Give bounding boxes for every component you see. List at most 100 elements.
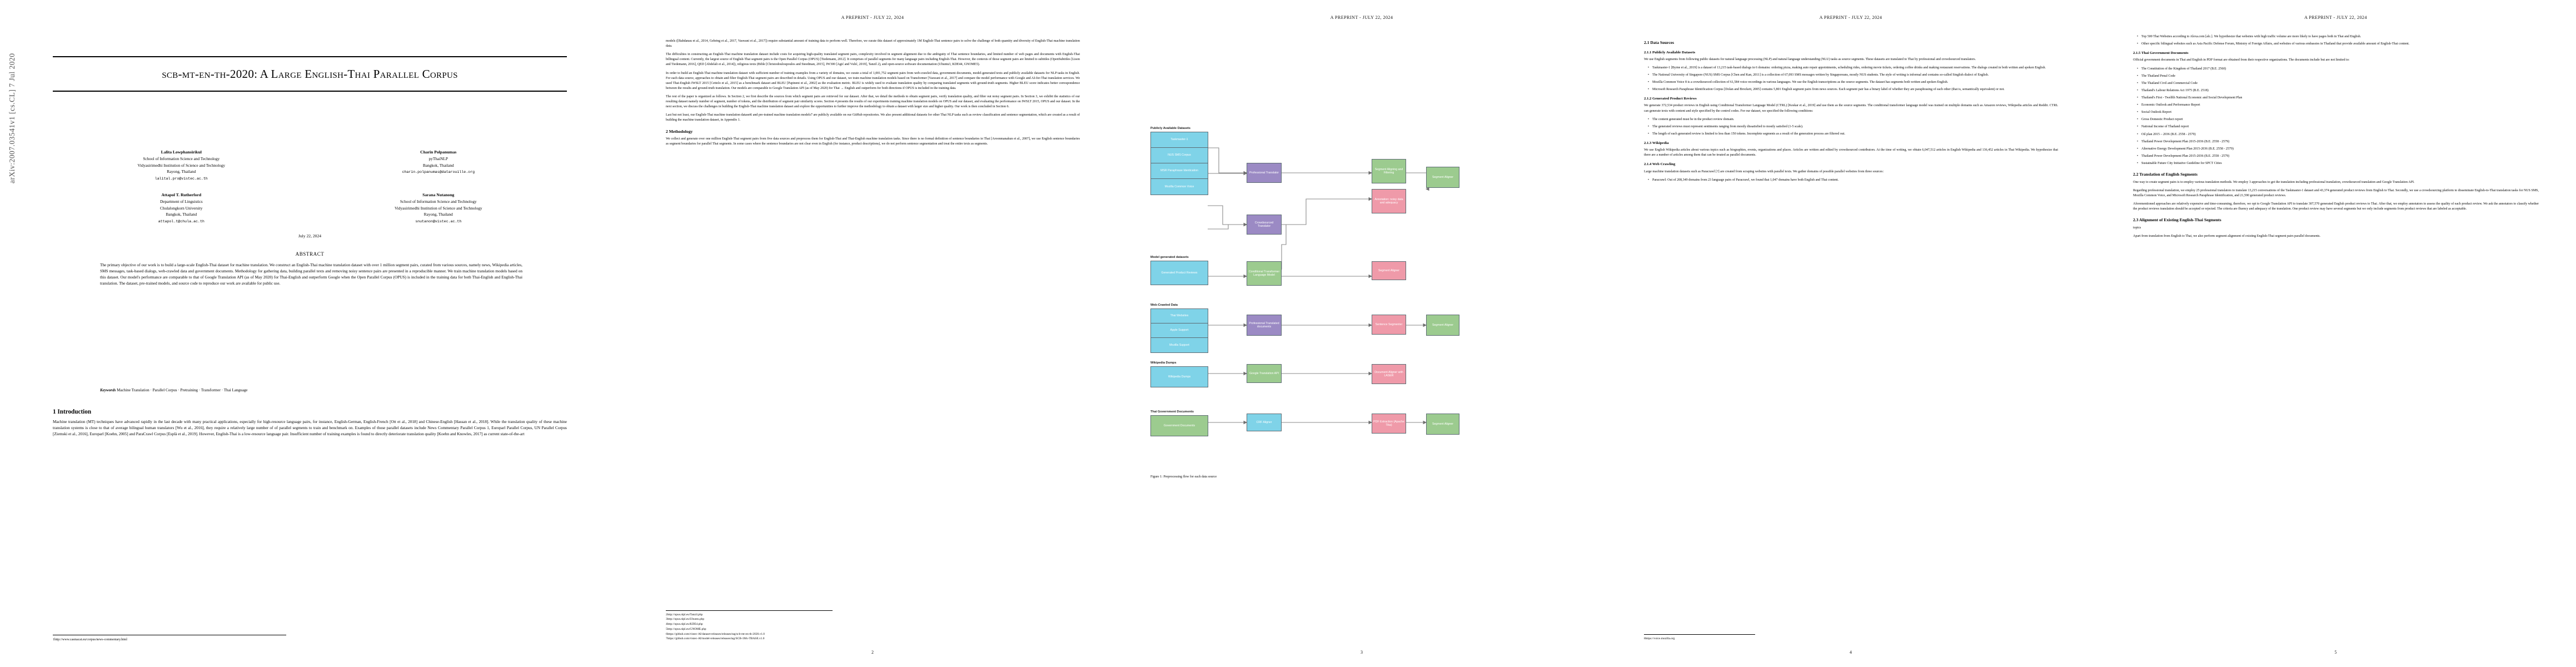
page-1: arXiv:2007.03541v1 [cs.CL] 7 Jul 2020 sc…: [0, 0, 628, 667]
dataset-cell[interactable]: Mozilla Common Voice: [1151, 179, 1208, 195]
title-rule-top: [53, 56, 567, 57]
dataset-cell[interactable]: Generated Product Reviews: [1151, 261, 1208, 285]
list-item: National Income of Thailand report: [2137, 125, 2539, 130]
footnote: 5http://opus.nlpl.eu/GNOME.php: [666, 627, 706, 631]
figure-group-government-documents: Thai Government Documents Government Doc…: [1150, 410, 1208, 436]
process-ctrl-model[interactable]: Conditional Transformer Language Model: [1247, 261, 1282, 286]
process-crowdsourced-translator[interactable]: Crowdsourced Translator: [1247, 215, 1282, 235]
section-1-paragraph: Machine translation (MT) techniques have…: [53, 420, 567, 437]
dataset-cell[interactable]: Thai Websites: [1151, 309, 1208, 323]
paragraph: The rest of the paper is organized as fo…: [666, 94, 1080, 109]
page-4: A PREPRINT - JULY 22, 2024 2.1 Data Sour…: [1606, 0, 2095, 667]
paper-date: July 22, 2024: [298, 233, 322, 238]
list-item: Top 500 Thai Websites according to Alexa…: [2137, 34, 2539, 39]
dataset-cell[interactable]: Wikipedia Dumps: [1151, 367, 1208, 387]
paragraph: We use English Wikipedia articles about …: [1644, 148, 2058, 157]
dataset-cell[interactable]: Apple Support: [1151, 323, 1208, 338]
author-affiliation-line: Rayong, Thailand: [167, 169, 196, 175]
author-name: Sarana Nutanong: [422, 192, 455, 197]
author-affiliation-line: Rayong, Thailand: [423, 212, 453, 217]
footnote: 4http://opus.nlpl.eu/KDE4.php: [666, 623, 703, 626]
list-item: Mozilla Common Voice 8 is a crowdsourced…: [1648, 80, 2058, 85]
paragraph: We use English segments from following p…: [1644, 57, 1976, 61]
author-2: Charin Polpanumas pyThaiNLP Bangkok, Tha…: [310, 149, 567, 182]
process-pdf-extraction[interactable]: PDF Extraction (Apache Tika): [1372, 414, 1406, 434]
author-affiliation-line: Department of Linguistics: [160, 198, 203, 204]
page-number: 5: [2334, 650, 2337, 655]
output-segment-pairs-3[interactable]: Segment Aligner: [1426, 414, 1459, 435]
section-1: 1 Introduction Machine translation (MT) …: [53, 409, 567, 437]
figure-caption: Figure 1: Preprocessing flow for each da…: [1150, 475, 1217, 479]
process-google-translation-api[interactable]: Google Translation API: [1247, 364, 1282, 383]
page-4-footnotes: 8https://voice.mozilla.org: [1644, 634, 1755, 641]
process-crf-aligner[interactable]: CRF Aligner: [1247, 414, 1282, 431]
footnote: 2http://opus.nlpl.eu/Tanzil.php: [666, 613, 703, 616]
page-2-body: models ([Bahdanau et al., 2014, Gehring …: [666, 39, 1080, 150]
author-email: snutanon@vistec.ac.th: [415, 219, 462, 223]
group-label: Thai Government Documents: [1150, 410, 1194, 414]
author-affiliation-line: School of Information Science and Techno…: [400, 198, 477, 204]
list-item: The Thailand Penal Code: [2137, 74, 2539, 79]
page-1-footnote: 1http://www.casmacat.eu/corpus/news-comm…: [53, 634, 286, 643]
dataset-cell[interactable]: Government Documents: [1151, 416, 1208, 436]
output-sentence-segmenter[interactable]: Sentence Segmenter: [1372, 315, 1406, 335]
stack: Generated Product Reviews: [1150, 261, 1208, 285]
dataset-cell[interactable]: Taskmaster-1: [1151, 132, 1208, 148]
heading: 2.3 Alignment of Existing English-Thai S…: [2133, 217, 2221, 223]
paragraph: We collect and generate over one million…: [666, 137, 1080, 146]
page-number: 2: [871, 650, 874, 655]
list-item: Economic Outlook and Performance Report: [2137, 103, 2539, 108]
process-professional-translated-documents[interactable]: Professional Translated documents: [1247, 315, 1282, 336]
dataset-cell[interactable]: NUS SMS Corpus: [1151, 148, 1208, 163]
author-affiliation-line: Chulalongkorn University: [160, 205, 203, 211]
list-item: Other specific bilingual websites such a…: [2137, 42, 2539, 47]
group-label: Web-Crawled Data: [1150, 303, 1178, 307]
heading: 2.1.4 Web Crawling: [1644, 162, 1676, 167]
list-item: Microsoft Research Paraphrase Identifica…: [1648, 87, 2058, 92]
paragraph: Regarding professional translation, we e…: [2133, 188, 2539, 197]
running-head: A PREPRINT - JULY 22, 2024: [1330, 15, 1393, 20]
heading: 2.1 Data Sources: [1644, 40, 1675, 45]
footnote: 3http://opus.nlpl.eu/Ubuntu.php: [666, 618, 705, 621]
output-segment-aligner[interactable]: Segment Aligner: [1372, 261, 1406, 280]
author-affiliation-line: School of Information Science and Techno…: [143, 156, 220, 161]
group-label: Wikipedia Dumps: [1150, 361, 1177, 365]
author-name: Attapol T. Rutherford: [161, 192, 202, 197]
author-block-row2: Attapol T. Rutherford Department of Ling…: [53, 192, 567, 225]
author-3: Attapol T. Rutherford Department of Ling…: [53, 192, 310, 225]
output-annotation[interactable]: Annotation: noisy data and adequacy: [1372, 189, 1406, 213]
dataset-cell[interactable]: MSR Paraphrase Identication: [1151, 163, 1208, 179]
paragraph: topics: [2133, 226, 2141, 230]
list-item: The National University of Singapore (NU…: [1648, 73, 2058, 78]
abstract-heading: ABSTRACT: [295, 251, 325, 257]
dataset-cell[interactable]: Mozilla Support: [1151, 338, 1208, 352]
paragraph: One way to create segment pairs is to em…: [2133, 180, 2415, 184]
figure-1: Publicly Available Datasets Taskmaster-1…: [1117, 0, 1606, 667]
paragraph: Aforementioned approaches are relatively…: [2133, 202, 2539, 211]
list-item: The generated reviews must represent sen…: [1648, 125, 2058, 130]
list-item: Thailand's Labour Relations Act 1975 (B.…: [2137, 88, 2539, 93]
heading: 2.1.5 Thai Government Documents: [2133, 51, 2189, 56]
stack: Government Documents: [1150, 415, 1208, 436]
running-head: A PREPRINT - JULY 22, 2024: [2304, 15, 2367, 20]
author-email: lalital.pro@vistec.ac.th: [155, 176, 208, 181]
list-item: Thailand's First - Twelfth National Econ…: [2137, 96, 2539, 101]
footnote: 6https://github.com/vistec-AI/dataset-re…: [666, 632, 765, 636]
stack: Wikipedia Dumps: [1150, 366, 1208, 387]
process-professional-translator[interactable]: Professional Translator: [1247, 163, 1282, 183]
page-4-body: 2.1 Data Sources 2.1.1 Publicly Availabl…: [1644, 34, 2058, 186]
section-2-heading: 2 Methodology: [666, 128, 693, 134]
output-segment-aligning-filtering[interactable]: Segment Aligning and Filtering: [1372, 159, 1406, 183]
arxiv-stamp: arXiv:2007.03541v1 [cs.CL] 7 Jul 2020: [8, 53, 16, 183]
paragraph: Official government documents in Thai an…: [2133, 58, 2350, 62]
output-segment-pairs-2[interactable]: Segment Aligner: [1426, 315, 1459, 336]
bullet-list: Taskmaster-1 [Byrne et al., 2019] is a d…: [1644, 66, 2058, 93]
author-affiliation-line: Vidyasirimedhi Institution of Science an…: [394, 205, 482, 211]
output-segment-pairs-1[interactable]: Segment Aligner: [1426, 167, 1459, 188]
stack: Thai Websites Apple Support Mozilla Supp…: [1150, 308, 1208, 353]
process-document-aligner-laser[interactable]: Document Aligner with LASER: [1372, 364, 1406, 384]
page-number: 3: [1361, 650, 1363, 655]
title-rule-bottom: [53, 90, 567, 92]
author-affiliation-line: Bangkok, Thailand: [422, 162, 454, 168]
heading: 2.1.1 Publicly Available Datasets: [1644, 50, 1696, 54]
